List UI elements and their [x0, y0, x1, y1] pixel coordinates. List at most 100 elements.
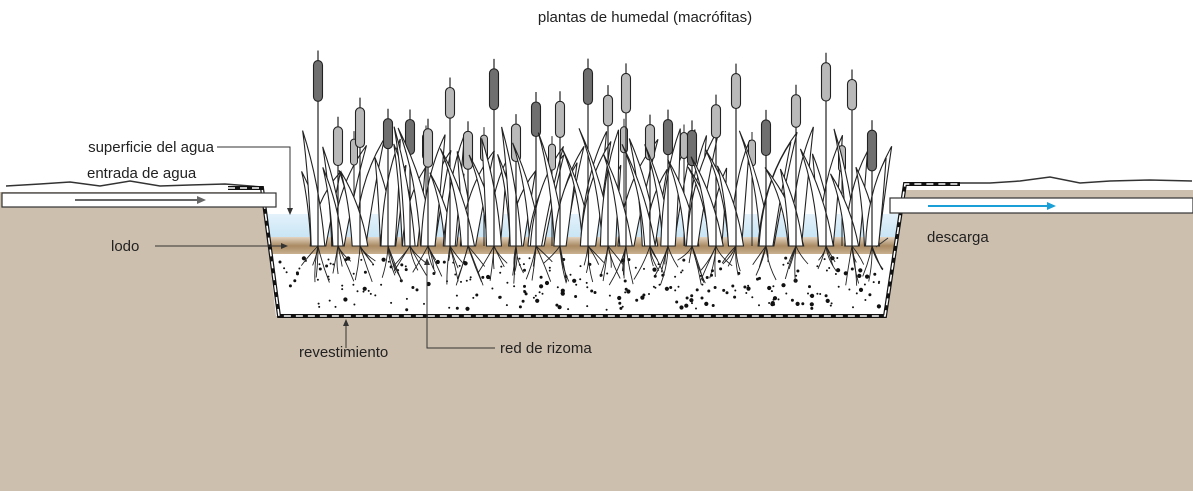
gravel-particle — [293, 279, 296, 282]
gravel-particle — [499, 296, 502, 299]
gravel-particle — [781, 283, 785, 287]
gravel-particle — [539, 284, 543, 288]
gravel-particle — [831, 302, 833, 304]
gravel-particle — [848, 289, 850, 291]
gravel-particle — [317, 279, 319, 281]
label-liner: revestimiento — [299, 344, 388, 361]
gravel-particle — [522, 300, 525, 303]
gravel-particle — [519, 258, 521, 260]
gravel-particle — [400, 263, 403, 266]
gravel-particle — [669, 286, 672, 289]
gravel-particle — [335, 306, 337, 308]
gravel-particle — [405, 308, 408, 311]
gravel-particle — [558, 305, 562, 309]
gravel-particle — [686, 297, 689, 300]
gravel-particle — [622, 306, 624, 308]
gravel-particle — [625, 288, 628, 291]
gravel-particle — [368, 290, 370, 292]
gravel-particle — [819, 293, 821, 295]
gravel-particle — [298, 268, 300, 270]
gravel-particle — [852, 306, 854, 308]
gravel-particle — [353, 304, 355, 306]
gravel-particle — [523, 263, 525, 265]
gravel-particle — [579, 278, 581, 280]
gravel-particle — [325, 265, 328, 268]
gravel-particle — [747, 285, 749, 287]
gravel-particle — [363, 291, 365, 293]
gravel-particle — [807, 293, 809, 295]
gravel-particle — [519, 305, 522, 308]
gravel-particle — [296, 271, 299, 274]
gravel-particle — [635, 267, 637, 269]
gravel-particle — [523, 269, 526, 272]
gravel-particle — [653, 286, 655, 288]
gravel-particle — [718, 260, 721, 263]
gravel-particle — [289, 284, 292, 287]
gravel-particle — [545, 281, 549, 285]
gravel-particle — [810, 307, 813, 310]
gravel-particle — [873, 281, 875, 283]
gravel-particle — [726, 291, 729, 294]
gravel-particle — [506, 304, 508, 306]
gravel-particle — [714, 286, 717, 289]
gravel-particle — [318, 306, 320, 308]
gravel-particle — [859, 288, 863, 292]
gravel-particle — [370, 293, 372, 295]
gravel-particle — [491, 288, 493, 290]
gravel-particle — [533, 297, 535, 299]
gravel-particle — [319, 263, 321, 265]
gravel-particle — [756, 278, 759, 281]
gravel-particle — [838, 286, 840, 288]
gravel-particle — [469, 279, 471, 281]
gravel-particle — [778, 298, 780, 300]
gravel-particle — [796, 270, 799, 273]
gravel-particle — [535, 295, 537, 297]
label-sludge: lodo — [111, 238, 139, 255]
gravel-particle — [635, 299, 638, 302]
gravel-particle — [549, 270, 551, 272]
gravel-particle — [642, 294, 645, 297]
gravel-particle — [319, 268, 322, 271]
gravel-particle — [825, 294, 828, 297]
diagram-title: plantas de humedal (macrófitas) — [538, 9, 752, 26]
gravel-particle — [648, 293, 650, 295]
gravel-particle — [719, 267, 722, 270]
gravel-particle — [682, 259, 685, 262]
gravel-particle — [674, 276, 676, 278]
gravel-particle — [674, 289, 676, 291]
gravel-particle — [675, 301, 678, 304]
gravel-particle — [443, 261, 446, 264]
gravel-particle — [816, 265, 818, 267]
gravel-particle — [665, 287, 669, 291]
gravel-particle — [771, 290, 773, 292]
gravel-particle — [746, 287, 750, 291]
gravel-particle — [618, 302, 621, 305]
gravel-particle — [787, 262, 789, 264]
label-water-surface: superficie del agua — [88, 139, 215, 156]
gravel-particle — [465, 307, 469, 311]
gravel-particle — [341, 288, 343, 290]
gravel-particle — [360, 259, 362, 261]
gravel-particle — [500, 266, 502, 268]
gravel-particle — [858, 268, 862, 272]
gravel-particle — [353, 273, 355, 275]
gravel-particle — [357, 290, 359, 292]
gravel-particle — [865, 275, 869, 279]
gravel-particle — [796, 302, 800, 306]
gravel-particle — [816, 293, 818, 295]
gravel-particle — [286, 271, 288, 273]
gravel-particle — [826, 299, 830, 303]
gravel-particle — [652, 268, 656, 272]
gravel-particle — [696, 288, 699, 291]
gravel-particle — [328, 259, 330, 261]
gravel-particle — [836, 257, 838, 259]
gravel-particle — [824, 258, 826, 260]
gravel-particle — [695, 308, 697, 310]
gravel-particle — [836, 268, 840, 272]
gravel-particle — [856, 292, 858, 294]
gravel-particle — [624, 280, 627, 283]
gravel-particle — [772, 285, 774, 287]
gravel-particle — [448, 307, 450, 309]
gravel-particle — [864, 299, 866, 301]
gravel-particle — [499, 272, 501, 274]
